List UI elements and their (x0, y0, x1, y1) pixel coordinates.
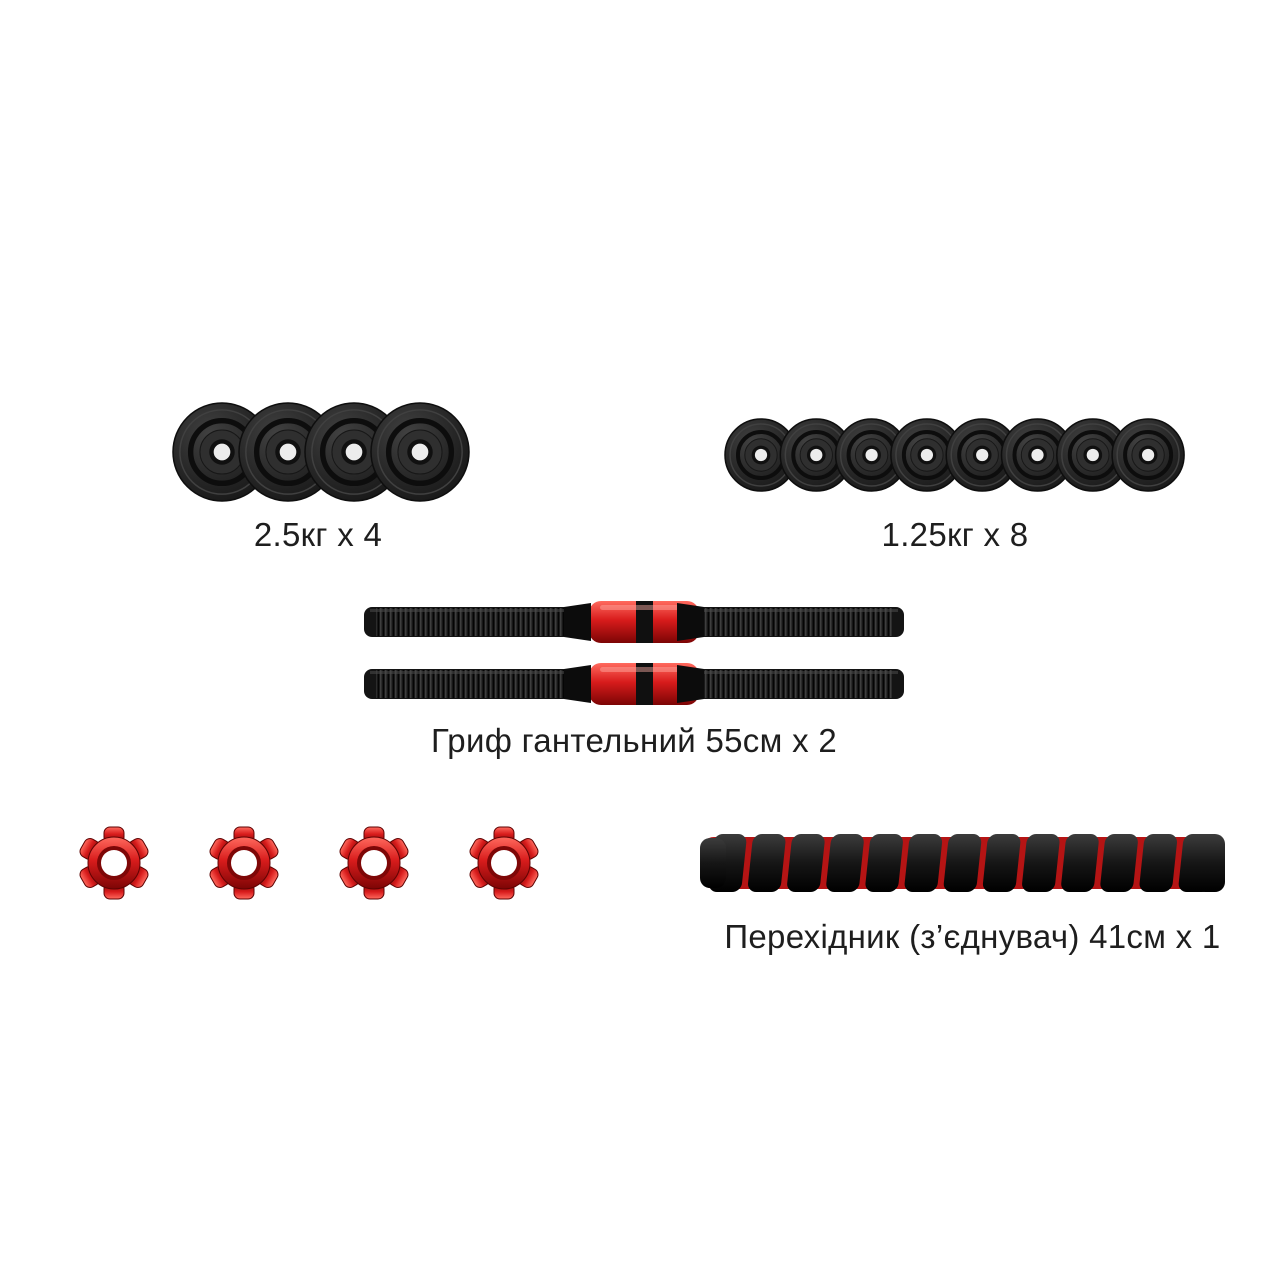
spinlock-collar (79, 826, 149, 900)
plates-small-label: 1.25кг x 8 (881, 516, 1029, 553)
dumbbell-bar (364, 663, 904, 705)
plates-large-label: 2.5кг x 4 (253, 516, 383, 553)
weight-plate (724, 418, 798, 492)
spinlock-collar (339, 826, 409, 900)
weight-plate (890, 418, 964, 492)
spinlock-collar (209, 826, 279, 900)
dumbbell-bar (364, 601, 904, 643)
weight-plate (779, 418, 854, 492)
connector-tube (700, 834, 1225, 892)
spinlock-collar (469, 826, 539, 900)
weight-plate (1111, 418, 1185, 492)
weight-plate (1000, 418, 1075, 492)
bars-label: Гриф гантельний 55см x 2 (430, 722, 837, 759)
weight-plate (945, 418, 1019, 492)
connector-label: Перехідник (з’єднувач) 41см x 1 (724, 918, 1221, 955)
weight-plate (370, 402, 470, 502)
